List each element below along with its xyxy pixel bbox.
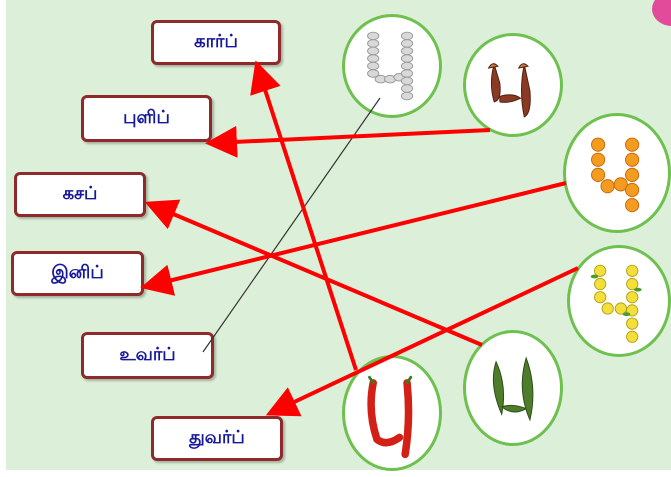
label-pulip[interactable]: புளிப் [81, 95, 212, 142]
label-inip[interactable]: இனிப் [11, 251, 144, 296]
tamarind-picture-circle[interactable] [463, 33, 563, 137]
label-kaarp[interactable]: கார்ப் [151, 20, 281, 65]
marigold-picture-circle[interactable] [563, 113, 671, 233]
exercise-panel [6, 0, 671, 470]
salt-picture-circle[interactable] [342, 14, 442, 118]
bitter-gourd-picture-circle[interactable] [463, 330, 563, 446]
label-kasap[interactable]: கசப் [14, 172, 146, 217]
label-uvarp[interactable]: உவர்ப் [81, 332, 214, 379]
salt-letter-icon [367, 31, 414, 101]
red-chilli-letter-icon [367, 375, 413, 459]
tamarind-letter-icon [487, 62, 531, 118]
red-chilli-picture-circle[interactable] [342, 355, 442, 471]
lemon-picture-circle[interactable] [567, 245, 671, 357]
marigold-letter-icon [591, 137, 640, 213]
lemon-letter-icon [590, 264, 642, 343]
bitter-gourd-letter-icon [492, 356, 534, 422]
corner-badge [652, 0, 671, 26]
label-thuvarp[interactable]: துவர்ப் [151, 416, 283, 461]
